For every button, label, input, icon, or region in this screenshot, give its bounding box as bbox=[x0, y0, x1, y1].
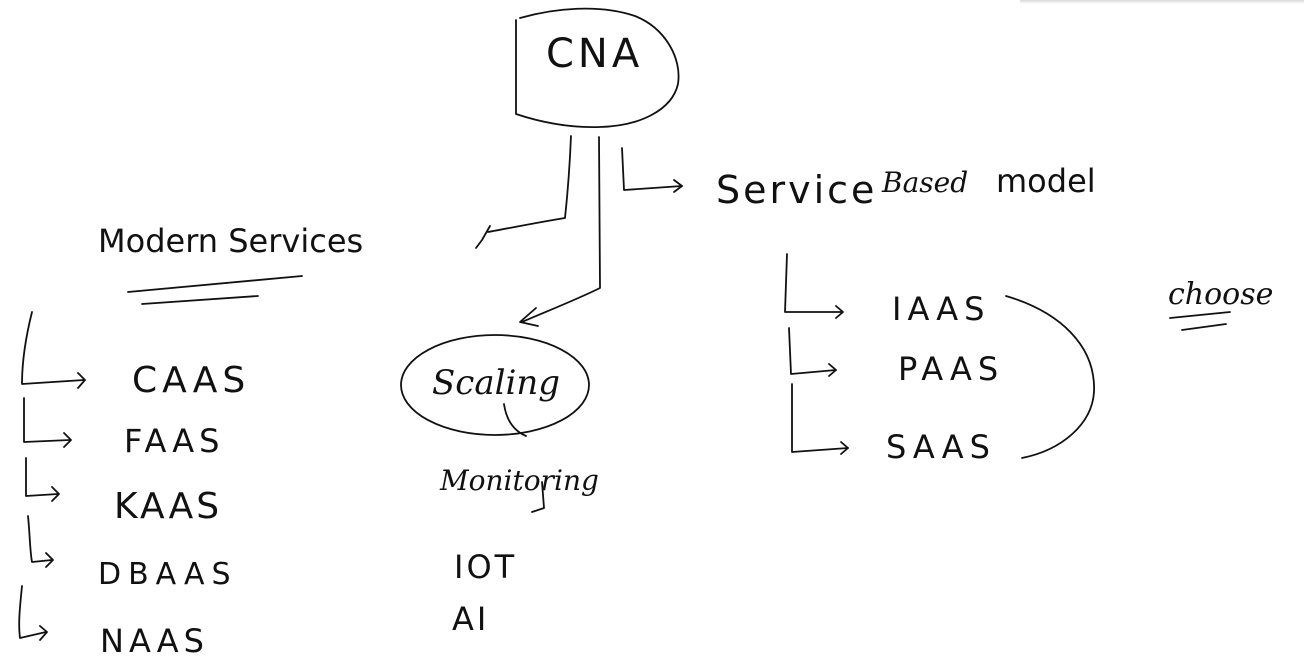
bracket-faas bbox=[23, 397, 71, 443]
scaling-tail bbox=[503, 403, 527, 437]
arrowhead-caas bbox=[77, 372, 86, 389]
scaling-node: Scaling bbox=[400, 334, 590, 437]
choose-brace bbox=[1005, 295, 1095, 459]
service-model-word-2: Based bbox=[881, 166, 968, 199]
choose-note: choose bbox=[1168, 277, 1273, 331]
list-item-naas: NAAS bbox=[100, 622, 209, 659]
sub-item-iot: IOT bbox=[454, 548, 517, 586]
connector-scaling bbox=[521, 136, 601, 323]
modern-services-list: CAAS FAAS KAAS DBAAS NAAS bbox=[18, 311, 250, 659]
bracket-caas bbox=[21, 311, 85, 385]
service-model-heading: Service Based model bbox=[716, 162, 1096, 212]
toolbar-shadow bbox=[1020, 0, 1304, 4]
list-item-paas: PAAS bbox=[898, 350, 1004, 388]
sub-item-monitoring: Monitoring bbox=[439, 464, 599, 497]
root-node-shape bbox=[515, 7, 680, 128]
root-connectors bbox=[475, 135, 683, 327]
scaling-sub-list: Monitoring IOT AI bbox=[439, 464, 599, 638]
sub-item-ai: AI bbox=[452, 600, 489, 638]
choose-underline bbox=[1169, 311, 1231, 319]
bracket-iaas bbox=[784, 253, 843, 313]
bracket-naas bbox=[18, 585, 47, 639]
list-item-kaas: KAAS bbox=[114, 486, 222, 527]
arrowhead-paas bbox=[828, 363, 837, 377]
service-model-word-3: model bbox=[996, 162, 1096, 200]
arrowhead-saas bbox=[840, 441, 849, 455]
service-model-word-1: Service bbox=[716, 168, 877, 212]
modern-services-title: Modern Services bbox=[98, 222, 363, 260]
list-item-iaas: IAAS bbox=[892, 290, 990, 328]
arrowhead-kaas bbox=[51, 486, 60, 502]
choose-underline-2 bbox=[1181, 323, 1227, 331]
root-node-label: CNA bbox=[546, 31, 643, 77]
connector-modern-services bbox=[487, 135, 572, 233]
bracket-kaas bbox=[25, 457, 59, 497]
arrowhead-naas bbox=[39, 625, 48, 641]
modern-services-underline-2 bbox=[141, 295, 259, 305]
arrowhead-faas bbox=[63, 432, 72, 448]
arrowhead-dbaas bbox=[45, 552, 54, 568]
modern-services-underline bbox=[127, 275, 303, 293]
list-item-dbaas: DBAAS bbox=[98, 557, 238, 592]
list-item-caas: CAAS bbox=[132, 360, 250, 401]
choose-note-label: choose bbox=[1168, 277, 1273, 312]
arrowhead-scaling bbox=[519, 307, 539, 327]
arrowhead-modern-services bbox=[475, 225, 491, 249]
scaling-node-label: Scaling bbox=[432, 363, 560, 403]
arrowhead-iaas bbox=[835, 305, 844, 319]
monitoring-tail bbox=[531, 481, 545, 513]
arrowhead-service-model bbox=[673, 179, 683, 193]
root-node: CNA bbox=[515, 7, 680, 128]
bracket-saas bbox=[791, 383, 849, 453]
bracket-dbaas bbox=[27, 515, 53, 563]
service-model-list: IAAS PAAS SAAS bbox=[784, 253, 1095, 466]
modern-services-heading: Modern Services bbox=[98, 222, 363, 305]
connector-service-model bbox=[621, 147, 683, 191]
list-item-saas: SAAS bbox=[886, 428, 996, 466]
list-item-faas: FAAS bbox=[124, 422, 224, 460]
bracket-paas bbox=[788, 327, 837, 375]
scaling-node-shape bbox=[400, 334, 590, 436]
